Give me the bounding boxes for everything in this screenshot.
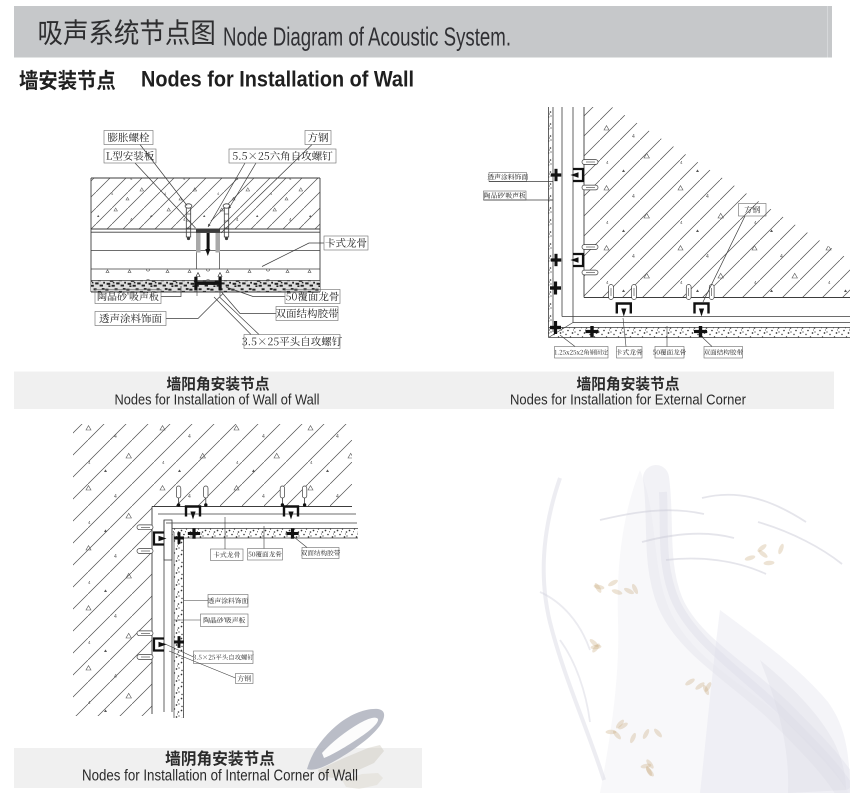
svg-text:Nodes for Installation of Inte: Nodes for Installation of Internal Corne… (82, 768, 358, 785)
svg-text:Nodes for Installation of Wall: Nodes for Installation of Wall of Wall (115, 392, 320, 408)
svg-text:Nodes for Installation of Wall: Nodes for Installation of Wall (141, 67, 414, 92)
svg-text:Node Diagram of Acoustic Syste: Node Diagram of Acoustic System. (223, 22, 511, 52)
svg-text:Nodes for Installation for Ext: Nodes for Installation for External Corn… (510, 392, 746, 408)
